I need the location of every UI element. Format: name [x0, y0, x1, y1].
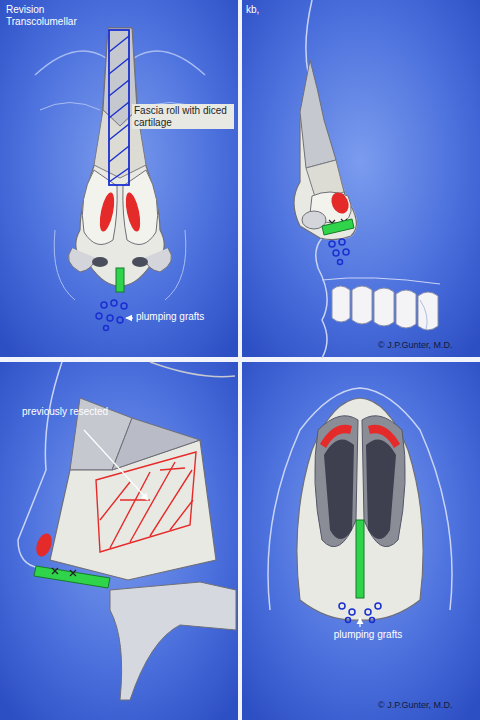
frontal-view-part-part [117, 317, 123, 323]
basal-view-part-part [346, 618, 351, 623]
frontal-view-part [40, 103, 100, 111]
frontal-view-part-part [121, 303, 127, 309]
annotation-label: Transcolumellar [6, 16, 77, 28]
panel-grounds-part [241, 361, 480, 720]
septum-view-part-part [100, 462, 193, 548]
lateral-view-part [300, 60, 336, 168]
frontal-view-part [123, 170, 158, 245]
panel-grounds-part [0, 0, 239, 359]
basal-view-part [356, 520, 364, 598]
septum-view-part [110, 582, 236, 700]
frontal-view-part [116, 268, 124, 292]
basal-view [268, 388, 452, 627]
frontal-view-part [144, 248, 172, 272]
frontal-view-part [96, 300, 127, 331]
basal-view-part [320, 425, 352, 448]
annotation-label: plumping grafts [318, 629, 418, 641]
annotation-label: kb, [246, 4, 259, 16]
frontal-view-part [68, 248, 96, 272]
basal-view-part [368, 425, 400, 448]
frontal-view-part [109, 30, 129, 185]
frontal-view-part [97, 191, 117, 233]
copyright-note: © J.P.Gunter, M.D. [378, 700, 453, 710]
basal-view-part [359, 618, 360, 627]
septum-view-part [96, 452, 196, 552]
frontal-view-part [134, 51, 205, 75]
panel-grounds-part [0, 361, 239, 720]
basal-view-part [324, 439, 354, 539]
lateral-view [294, 0, 440, 358]
septum-view-part [52, 568, 76, 576]
lateral-view-part-part [352, 286, 372, 324]
basal-view-part-part [349, 609, 355, 615]
lateral-view-part [328, 190, 352, 217]
septum-view-part [112, 418, 200, 470]
septum-view-part-part [96, 452, 196, 552]
annotation-label: plumping grafts [136, 311, 204, 323]
lateral-view-part [306, 0, 357, 358]
annotation-label: Revision [6, 4, 44, 16]
copyright-note: © J.P.Gunter, M.D. [378, 340, 453, 350]
frontal-view-part-part [104, 326, 109, 331]
lateral-view-part [332, 286, 438, 330]
lateral-view-part-part [374, 288, 394, 326]
lateral-view-part-part [332, 286, 350, 322]
annotation-label: previously resected [22, 406, 108, 418]
frontal-view-part-part [96, 313, 102, 319]
basal-view-part-part [375, 603, 381, 609]
basal-view-part [362, 416, 405, 547]
septum-view-part [150, 362, 235, 377]
basal-view-part [297, 398, 423, 620]
basal-view-part [366, 439, 396, 539]
annotation-label: Fascia roll with diced cartilage [132, 104, 234, 129]
septum-view-part-part [120, 468, 185, 500]
lateral-view-part [322, 278, 440, 284]
frontal-view-part [109, 36, 129, 182]
frontal-view-part-part [111, 300, 117, 306]
frontal-view-part-part [107, 315, 113, 321]
lateral-view-part-part [333, 250, 339, 256]
lateral-view-part-part [343, 249, 349, 255]
basal-view-part [315, 416, 358, 547]
frontal-view [35, 28, 205, 331]
frontal-view-part [82, 170, 117, 245]
lateral-view-part [322, 219, 354, 235]
panel-grounds-part [241, 0, 480, 359]
frontal-view-part [123, 191, 143, 233]
septum-view-part [33, 531, 54, 558]
basal-view-part-part [365, 609, 371, 615]
frontal-view-part [126, 317, 133, 318]
lateral-view-part-part [418, 292, 438, 330]
frontal-view-part [92, 257, 108, 267]
panel-grounds-part [0, 357, 480, 362]
lateral-view-part-part [339, 239, 345, 245]
septum-view [18, 362, 236, 700]
frontal-view-part [132, 257, 148, 267]
septum-view-part [84, 430, 148, 500]
lateral-view-part-part [396, 290, 416, 328]
lateral-view-part [420, 300, 427, 330]
basal-view-part-part [370, 618, 375, 623]
septum-view-part [34, 566, 110, 588]
frontal-view-part [35, 51, 106, 75]
lateral-view-part [329, 239, 349, 265]
frontal-view-part-part [101, 302, 107, 308]
lateral-view-part-part [338, 260, 343, 265]
basal-view-part-part [339, 603, 345, 609]
lateral-view-part-part [329, 241, 335, 247]
frontal-view-part [76, 28, 164, 286]
